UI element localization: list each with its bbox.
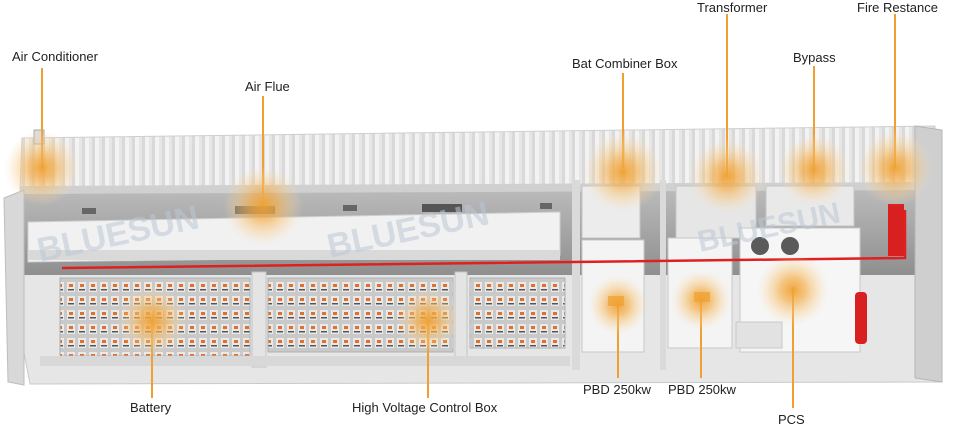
label-battery: Battery <box>130 400 172 415</box>
label-air-conditioner: Air Conditioner <box>12 49 98 64</box>
hotspot-bat-combiner-box <box>583 132 663 212</box>
hotspot-pbd-1 <box>588 275 648 335</box>
label-pbd-1: PBD 250kw <box>583 382 651 397</box>
hotspot-transformer <box>689 138 765 214</box>
label-transformer: Transformer <box>697 0 768 15</box>
left-end-frame <box>3 189 25 386</box>
label-bypass: Bypass <box>793 50 836 65</box>
label-bat-combiner-box: Bat Combiner Box <box>572 56 678 71</box>
fire-extinguisher <box>855 292 867 344</box>
hotspot-battery <box>117 285 187 355</box>
hotspots <box>4 130 933 355</box>
hotspot-air-conditioner <box>4 130 80 206</box>
hotspot-fire-restance <box>857 130 933 206</box>
label-high-voltage-control-box: High Voltage Control Box <box>352 400 498 415</box>
label-air-flue: Air Flue <box>245 79 290 94</box>
hotspot-bypass <box>778 134 850 206</box>
hotspot-high-voltage-control-box <box>396 288 460 352</box>
label-fire-restance: Fire Restance <box>857 0 938 15</box>
battery-rack-3 <box>469 277 566 349</box>
hotspot-pcs <box>757 254 829 326</box>
fire-suppression-unit <box>888 204 904 256</box>
label-pbd-2: PBD 250kw <box>668 382 736 397</box>
fire-pipe <box>61 210 907 270</box>
hotspot-air-flue <box>223 166 303 246</box>
hotspot-pbd-2 <box>671 270 731 330</box>
label-pcs: PCS <box>778 412 805 427</box>
